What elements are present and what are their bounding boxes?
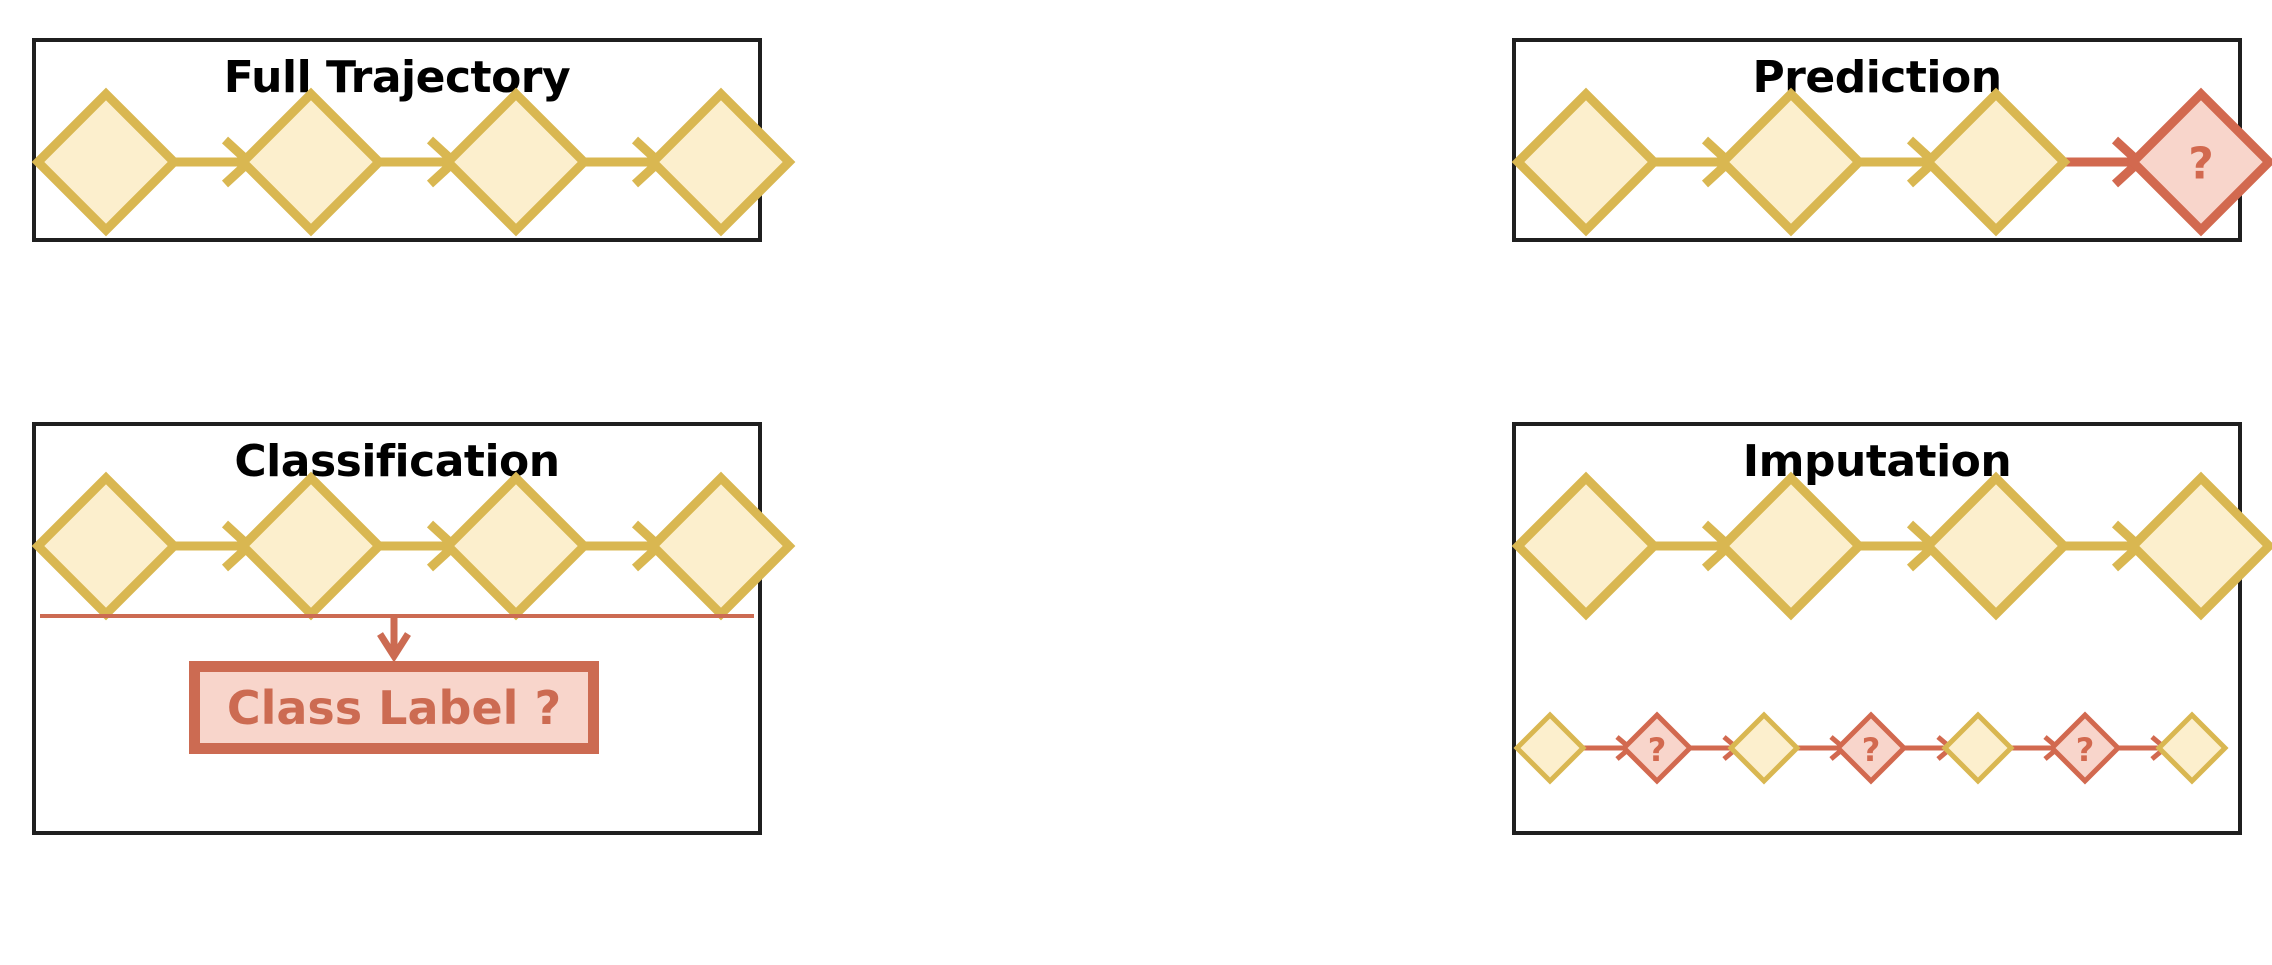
- panel-imputation: Imputation ???: [1511, 422, 2272, 835]
- question-mark-label: ?: [2188, 139, 2214, 190]
- class-label-box: Class Label ?: [189, 661, 599, 754]
- observed-node-diamond: [1716, 471, 1866, 621]
- missing-node-diamond: [1620, 711, 1694, 785]
- question-mark-label: ?: [1648, 731, 1667, 769]
- panel-full-trajectory: Full Trajectory: [31, 38, 796, 242]
- imputation-graph: ???: [1511, 471, 2272, 785]
- observed-node-diamond: [441, 87, 591, 237]
- panel-classification: Classification Class Label ?: [31, 422, 796, 835]
- missing-node-diamond: [2048, 711, 2122, 785]
- full-trajectory-graph: [31, 87, 796, 237]
- observed-node-diamond: [1513, 711, 1587, 785]
- panel-prediction: Prediction ?: [1511, 38, 2272, 242]
- output-arrow-head: [377, 632, 411, 663]
- panel-title-classification: Classification: [234, 436, 560, 487]
- missing-node-diamond: [1834, 711, 1908, 785]
- observed-node-diamond: [2126, 471, 2272, 621]
- question-mark-label: ?: [2076, 731, 2095, 769]
- observed-node-diamond: [236, 471, 386, 621]
- observed-node-diamond: [31, 87, 181, 237]
- observed-node-diamond: [1511, 87, 1661, 237]
- observed-node-diamond: [1727, 711, 1801, 785]
- observed-node-diamond: [1716, 87, 1866, 237]
- observed-node-diamond: [646, 471, 796, 621]
- observed-node-diamond: [441, 471, 591, 621]
- observed-node-diamond: [1921, 471, 2071, 621]
- classification-graph: [31, 471, 796, 663]
- prediction-graph: ?: [1511, 87, 2272, 237]
- observed-node-diamond: [236, 87, 386, 237]
- observed-node-diamond: [2155, 711, 2229, 785]
- observed-node-diamond: [646, 87, 796, 237]
- missing-node-diamond: [2126, 87, 2272, 237]
- class-label-text: Class Label ?: [226, 680, 562, 735]
- question-mark-label: ?: [1862, 731, 1881, 769]
- observed-node-diamond: [1941, 711, 2015, 785]
- observed-node-diamond: [1511, 471, 1661, 621]
- observed-node-diamond: [1921, 87, 2071, 237]
- observed-node-diamond: [31, 471, 181, 621]
